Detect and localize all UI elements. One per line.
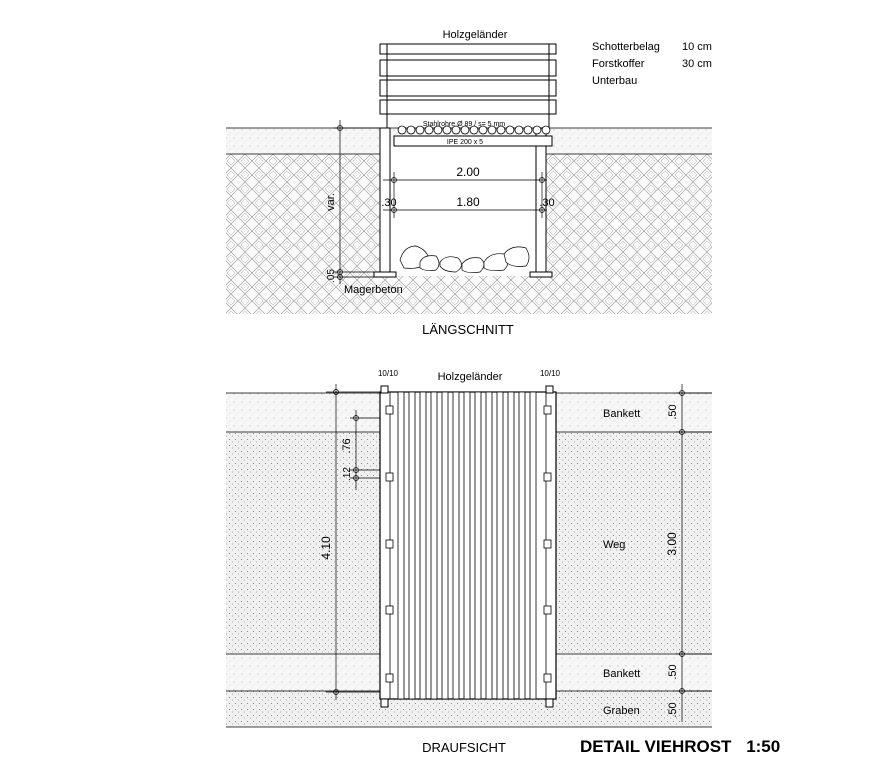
- layer-value-1: 10 cm: [682, 41, 712, 53]
- grid-bracket: [385, 539, 394, 549]
- grid-bar: [408, 391, 416, 700]
- grid-bar: [474, 391, 482, 700]
- steel-pipe: [496, 125, 506, 135]
- steel-pipe: [487, 125, 497, 135]
- railing-boards: [379, 43, 557, 128]
- steel-pipe: [532, 125, 542, 135]
- grid-bar: [397, 391, 405, 700]
- grid-bracket: [385, 673, 394, 683]
- section-dim-total: 2.00: [456, 165, 480, 179]
- grid-bracket: [385, 405, 394, 415]
- plan-right-dimensions: [676, 384, 712, 722]
- post-bottom-right: [545, 698, 554, 708]
- steel-pipes: [397, 125, 551, 135]
- grid-bar: [419, 391, 427, 700]
- zone-label-bankett-top: Bankett: [603, 408, 640, 420]
- grid-bracket: [543, 405, 552, 415]
- section-dim-base: .05: [326, 269, 337, 283]
- zone-label-weg: Weg: [603, 539, 625, 551]
- dim-right-bankett-bottom: .50: [667, 664, 679, 679]
- drawing-scale: 1:50: [746, 737, 780, 756]
- grid-bar: [452, 391, 460, 700]
- plan-post-right: 10/10: [540, 369, 561, 378]
- section-view: Holzgeländer Stahlrohre Ø 89 / s= 5 mm I…: [226, 29, 712, 337]
- grid-bracket: [543, 539, 552, 549]
- plan-title: DRAUFSICHT: [422, 740, 506, 755]
- layer-name-2: Forstkoffer: [592, 58, 645, 70]
- grid-bracket: [385, 605, 394, 615]
- plan-dim-top: .76: [341, 438, 353, 453]
- section-title: LÄNGSCHNITT: [422, 322, 514, 337]
- grid-bar: [485, 391, 493, 700]
- grid-bar: [529, 391, 537, 700]
- grid-bars: [397, 391, 537, 700]
- steel-pipe: [424, 125, 434, 135]
- steel-pipe: [442, 125, 452, 135]
- drawing-title-text: DETAIL VIEHROST: [580, 737, 732, 756]
- steel-pipe: [469, 125, 479, 135]
- plan-view: Holzgeländer 10/10 10/10 4.10 .76 .12 Ba…: [226, 369, 712, 755]
- right-footing: [529, 271, 553, 278]
- steel-pipe: [514, 125, 524, 135]
- steel-pipe: [541, 125, 551, 135]
- dim-right-graben: .50: [667, 702, 679, 717]
- plan-left-dimensions: [326, 384, 380, 700]
- grid-bracket: [543, 472, 552, 482]
- steel-pipe: [406, 125, 416, 135]
- post-top-right: [545, 385, 554, 394]
- plan-dim-total: 4.10: [319, 536, 333, 560]
- steel-pipe: [415, 125, 425, 135]
- post-bottom-left: [380, 698, 389, 708]
- grid-bar: [463, 391, 471, 700]
- section-dim-left: .30: [381, 197, 396, 209]
- section-base-label: Magerbeton: [344, 284, 403, 296]
- grid-bar: [430, 391, 438, 700]
- plan-railing-label: Holzgeländer: [438, 371, 503, 383]
- zone-label-bankett-bottom: Bankett: [603, 668, 640, 680]
- post-top-left: [380, 385, 389, 394]
- steel-pipe: [433, 125, 443, 135]
- drawing-title: DETAIL VIEHROST 1:50: [580, 737, 780, 756]
- grid-bracket: [385, 472, 394, 482]
- steel-pipe: [523, 125, 533, 135]
- layer-value-2: 30 cm: [682, 58, 712, 70]
- layer-name-3: Unterbau: [592, 75, 637, 87]
- plan-post-left: 10/10: [378, 369, 399, 378]
- section-dim-inner: 1.80: [456, 195, 480, 209]
- grid-bar: [518, 391, 526, 700]
- ipe-beam: [393, 135, 553, 147]
- gravel-stones: [399, 245, 530, 274]
- steel-pipe: [460, 125, 470, 135]
- steel-pipe: [451, 125, 461, 135]
- layer-name-1: Schotterbelag: [592, 41, 660, 53]
- grid-bar: [507, 391, 515, 700]
- steel-pipe: [478, 125, 488, 135]
- plan-dim-gap: .12: [342, 467, 353, 481]
- steel-pipe: [505, 125, 515, 135]
- section-dim-right: .30: [539, 197, 554, 209]
- grid-brackets: [385, 405, 552, 683]
- left-footing: [373, 271, 397, 278]
- grid-bar: [441, 391, 449, 700]
- zone-label-graben: Graben: [603, 705, 640, 717]
- steel-pipe: [397, 125, 407, 135]
- grid-bracket: [543, 673, 552, 683]
- section-beam-label: IPE 200 x 5: [447, 139, 483, 146]
- section-railing-label: Holzgeländer: [443, 29, 508, 41]
- dim-right-weg: 3.00: [665, 532, 679, 556]
- dim-right-bankett-top: .50: [667, 404, 679, 419]
- section-dimensions: [334, 120, 547, 284]
- grid-bracket: [543, 605, 552, 615]
- layer-legend: Schotterbelag 10 cm Forstkoffer 30 cm Un…: [592, 41, 712, 87]
- grid-bar: [496, 391, 504, 700]
- section-pipes-label: Stahlrohre Ø 89 / s= 5 mm: [423, 121, 505, 128]
- section-dim-depth: var.: [325, 193, 337, 211]
